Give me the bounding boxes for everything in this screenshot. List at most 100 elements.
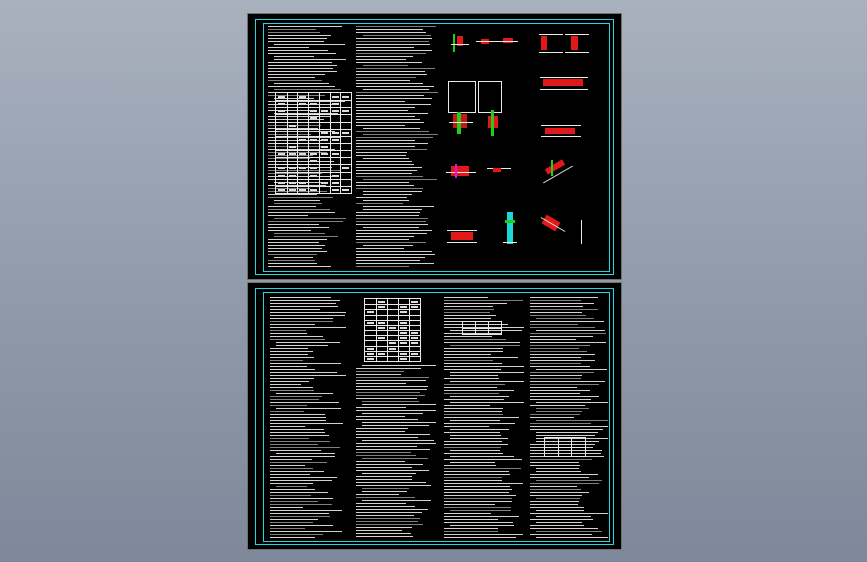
text-line	[268, 227, 329, 228]
text-line	[536, 330, 605, 331]
text-line	[356, 524, 423, 525]
text-line	[274, 83, 329, 84]
text-line	[356, 494, 399, 495]
text-line	[444, 441, 502, 442]
sheet-border-outer	[255, 288, 614, 545]
text-line	[536, 411, 582, 412]
text-line	[356, 149, 427, 150]
text-line	[270, 297, 331, 298]
text-line	[356, 392, 420, 393]
text-line	[363, 206, 434, 207]
text-line	[356, 410, 436, 411]
text-line	[530, 453, 601, 454]
text-line	[444, 342, 520, 343]
text-line	[268, 137, 340, 138]
text-line	[356, 503, 406, 504]
text-line	[444, 411, 502, 412]
text-line	[530, 525, 584, 526]
text-line	[270, 306, 338, 307]
text-line	[356, 98, 432, 99]
text-line	[444, 363, 502, 364]
text-line	[356, 416, 405, 417]
text-line	[363, 158, 409, 159]
text-line	[362, 365, 436, 366]
text-line	[270, 414, 325, 415]
text-line	[268, 230, 311, 231]
text-line	[444, 504, 495, 505]
text-line	[444, 426, 489, 427]
text-line	[530, 459, 592, 460]
text-line	[270, 309, 320, 310]
materials-table	[364, 298, 421, 362]
text-line	[268, 65, 337, 66]
text-line	[444, 360, 493, 361]
text-line	[444, 528, 498, 529]
text-line	[274, 257, 313, 258]
text-line	[274, 59, 346, 60]
text-line	[268, 197, 333, 198]
text-line	[270, 522, 313, 523]
text-line	[276, 453, 335, 454]
drawing-sheet-upper[interactable]	[247, 13, 622, 280]
text-line	[356, 419, 418, 420]
text-line	[270, 339, 325, 340]
text-line	[356, 29, 423, 30]
text-line	[536, 402, 608, 403]
text-line	[270, 480, 332, 481]
text-line	[530, 417, 574, 418]
text-line	[530, 297, 598, 298]
text-line	[536, 369, 607, 370]
text-line	[444, 444, 508, 445]
text-line	[530, 342, 606, 343]
text-line	[530, 357, 581, 358]
text-line	[268, 77, 315, 78]
text-line	[444, 534, 523, 535]
text-line	[270, 390, 314, 391]
text-line	[276, 408, 341, 409]
text-line	[276, 342, 340, 343]
text-line	[450, 456, 514, 457]
text-line	[270, 516, 330, 517]
text-line	[530, 345, 590, 346]
text-line	[270, 513, 329, 514]
text-line	[268, 209, 330, 210]
text-line	[268, 176, 334, 177]
text-line	[356, 371, 404, 372]
text-line	[363, 245, 413, 246]
text-line	[356, 254, 435, 255]
text-line	[536, 471, 581, 472]
text-line	[356, 80, 410, 81]
text-line	[356, 386, 428, 387]
text-line	[356, 263, 434, 264]
text-line	[268, 53, 336, 54]
text-line	[530, 360, 595, 361]
drawing-sheet-lower[interactable]	[247, 282, 622, 550]
text-line	[270, 324, 315, 325]
text-line	[530, 372, 594, 373]
text-line	[268, 86, 335, 87]
text-line	[444, 297, 488, 298]
text-line	[270, 459, 312, 460]
text-line	[530, 462, 579, 463]
text-line	[363, 227, 419, 228]
text-line	[362, 413, 423, 414]
text-line	[270, 384, 301, 385]
text-line	[270, 492, 328, 493]
text-line	[356, 452, 411, 453]
text-line	[530, 489, 581, 490]
text-line	[274, 233, 325, 234]
text-line	[356, 521, 418, 522]
text-line	[450, 345, 520, 346]
text-line	[268, 134, 311, 135]
text-line	[444, 399, 504, 400]
text-line	[270, 396, 322, 397]
text-line	[444, 492, 509, 493]
text-line	[356, 50, 432, 51]
text-line	[356, 41, 429, 42]
text-line	[270, 438, 309, 439]
text-line	[268, 29, 316, 30]
text-line	[530, 393, 580, 394]
text-line	[356, 257, 425, 258]
text-line	[356, 467, 412, 468]
text-line	[444, 333, 501, 334]
